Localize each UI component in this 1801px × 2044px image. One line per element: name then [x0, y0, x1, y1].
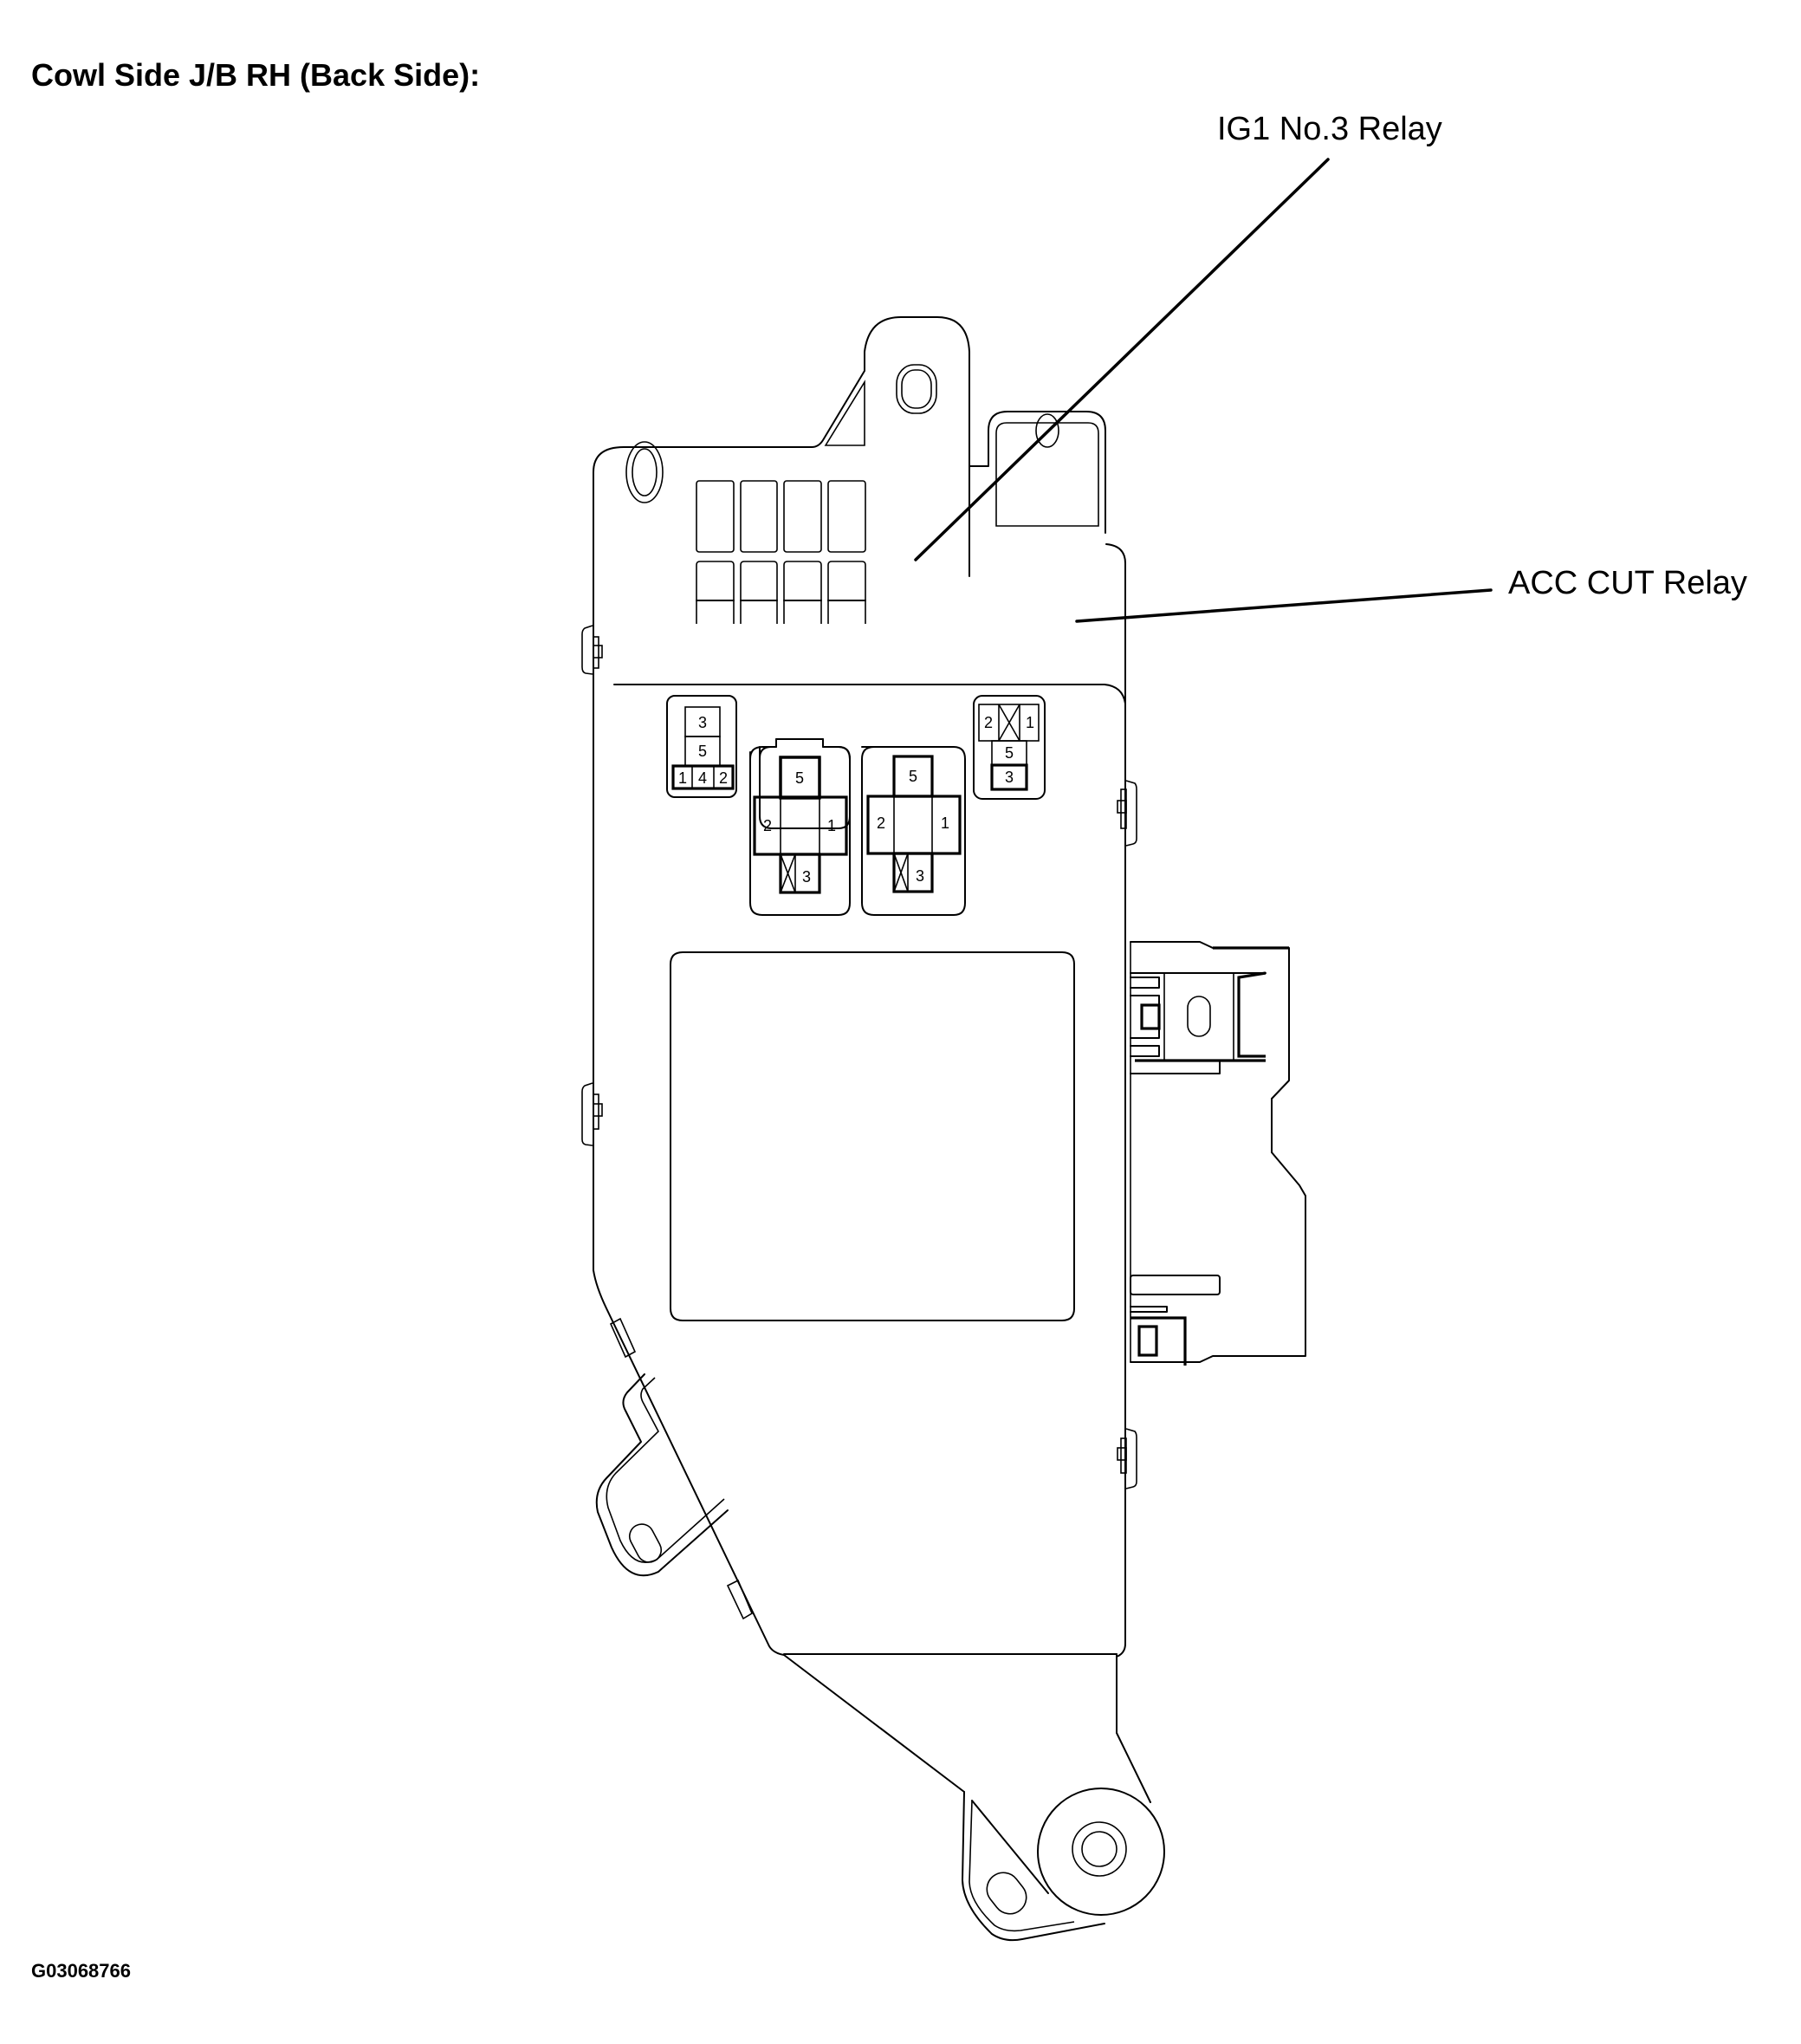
- relay-3-pin-2: 2: [877, 814, 885, 832]
- side-connector: [1130, 941, 1306, 1366]
- callout-acc-cut-relay: ACC CUT Relay: [1508, 565, 1747, 601]
- relay-3-pin-1: 1: [941, 814, 949, 832]
- fuse-slots: [696, 480, 866, 624]
- callout-ig1-no3-relay: IG1 No.3 Relay: [1217, 111, 1442, 147]
- relay-2-pin-3: 3: [802, 868, 811, 886]
- relay-2-pin-1: 1: [827, 817, 836, 834]
- relay-1-pin-4: 4: [698, 769, 707, 787]
- relay-2-pin-2: 2: [763, 817, 772, 834]
- diagram-title: Cowl Side J/B RH (Back Side):: [31, 57, 481, 93]
- relay-3-pin-3: 3: [916, 867, 924, 885]
- mounting-ear-left: [595, 1317, 754, 1620]
- figure-id: G03068766: [31, 1960, 131, 1982]
- relay-4-terminal-layout: 2 1 5 3: [973, 695, 1046, 800]
- relay-4-pin-3: 3: [1005, 769, 1014, 786]
- relay-1-pin-2: 2: [719, 769, 728, 787]
- lower-bracket: [962, 1788, 1165, 1942]
- relay-1-pin-3: 3: [698, 714, 707, 731]
- relay-1-pin-1: 1: [678, 769, 687, 787]
- relay-3-terminal-layout: 5 2 1 3: [861, 746, 966, 916]
- relay-4-pin-5: 5: [1005, 744, 1014, 762]
- housing-outline: [593, 316, 1151, 1803]
- cover-panel: [670, 951, 1075, 1321]
- relay-2-terminal-layout: 5 2 1 3: [753, 756, 848, 894]
- leader-ig1-no3-relay: [914, 158, 1330, 561]
- relay-4-pin-1: 1: [1026, 714, 1034, 731]
- relay-3-pin-5: 5: [909, 768, 917, 785]
- bushing-outer: [1037, 1788, 1165, 1916]
- relay-1-pin-5: 5: [698, 743, 707, 760]
- relay-2-pin-5: 5: [795, 769, 804, 787]
- side-clips: [581, 625, 1137, 1489]
- relay-2-outline: [749, 738, 851, 916]
- relay-1-socket: 3 5 1 4 2: [666, 695, 737, 798]
- leader-acc-cut-relay: [1075, 588, 1493, 623]
- relay-4-pin-2: 2: [984, 714, 993, 731]
